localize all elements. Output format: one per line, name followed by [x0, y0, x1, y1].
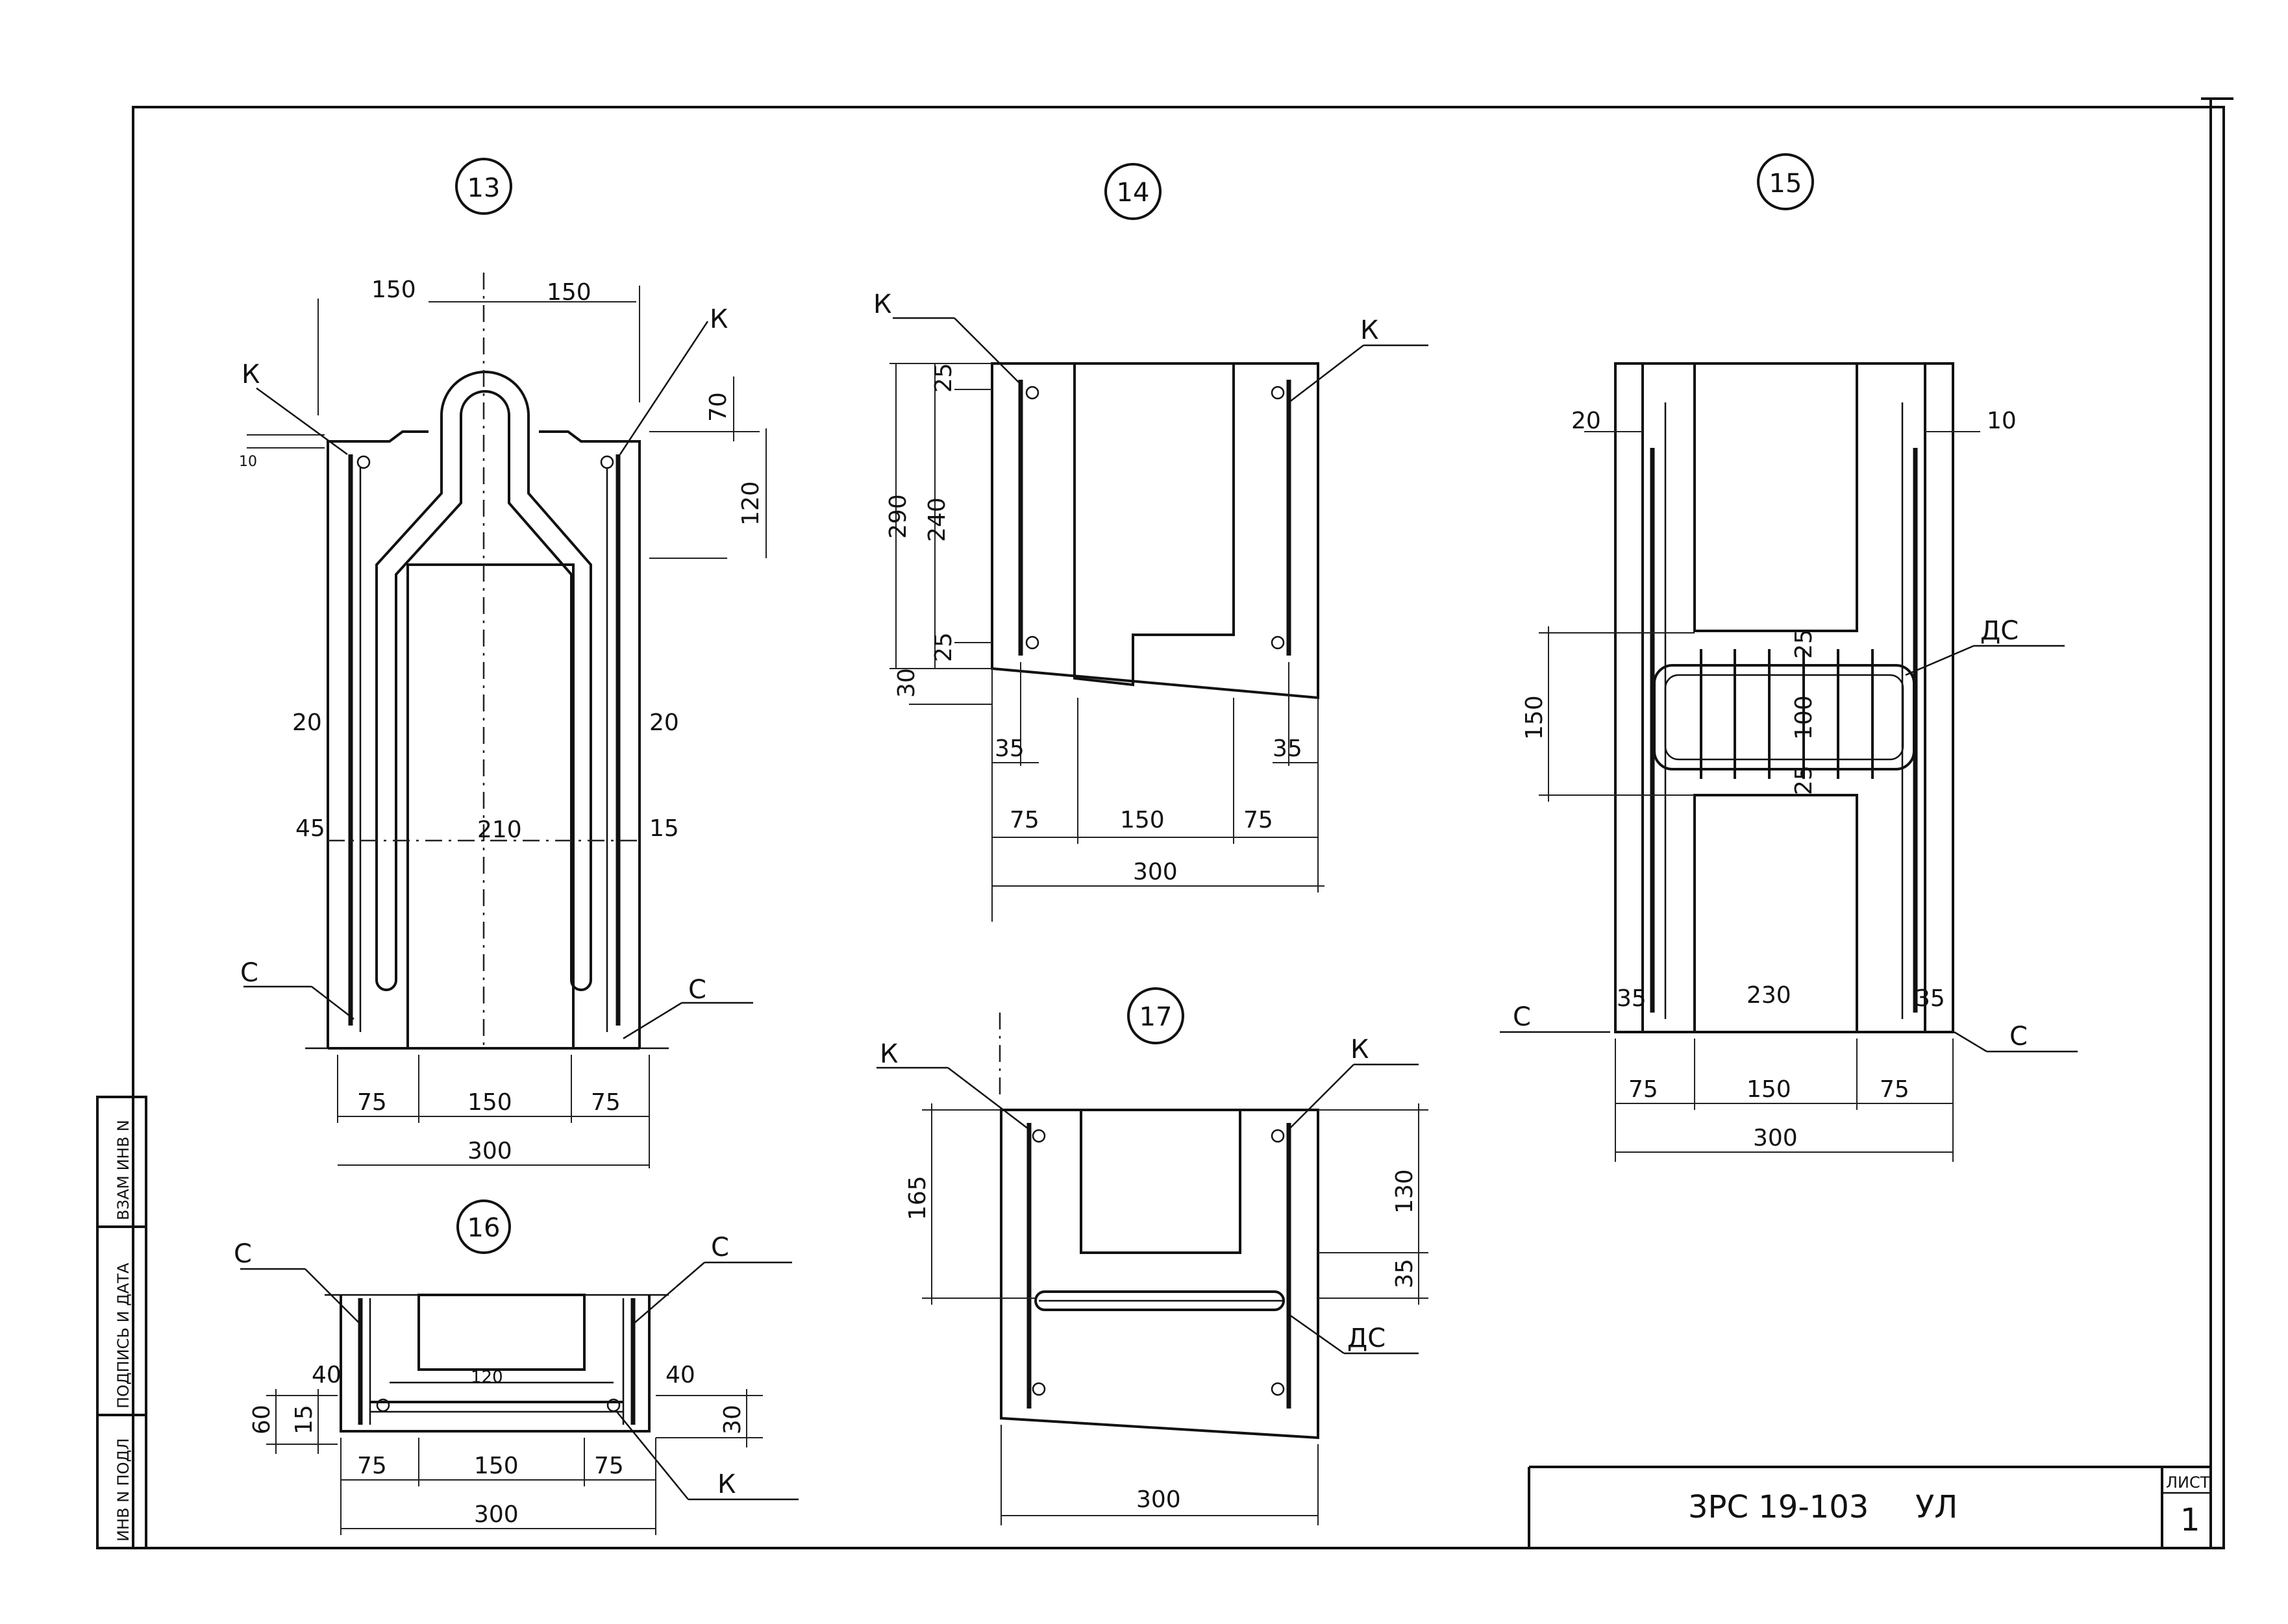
v14-dim-300: 300 — [1133, 859, 1178, 885]
v14-dim-150: 150 — [1120, 807, 1165, 833]
v16-dim-40-left: 40 — [312, 1362, 342, 1388]
v13-mark-c-right: С — [688, 975, 706, 1005]
v16-dim-75-right: 75 — [594, 1453, 624, 1479]
v15-dim-25-top: 25 — [1791, 629, 1817, 659]
v17-dim-35: 35 — [1391, 1259, 1418, 1288]
v13-dim-75-right: 75 — [591, 1089, 621, 1116]
v13-mark-k-left: К — [242, 360, 260, 389]
view-13: 13 150 150 70 120 — [239, 158, 767, 1168]
v14-dim-290: 290 — [885, 494, 912, 539]
stamp-inv-podl: ИНВ N ПОДЛ — [114, 1438, 132, 1542]
v14-dim-240: 240 — [924, 497, 951, 542]
title-block: 3РС 19-103 УЛ ЛИСТ 1 — [1528, 1466, 2211, 1548]
v15-dim-230: 230 — [1747, 982, 1791, 1009]
v16-dim-60: 60 — [249, 1405, 275, 1434]
stamp-vzam-inv: ВЗАМ ИНВ N — [114, 1120, 132, 1220]
v14-dim-75-right: 75 — [1243, 807, 1273, 833]
v15-dim-25-bottom: 25 — [1791, 765, 1817, 795]
view-15: 15 20 10 150 25 100 25 ДС — [1500, 153, 2078, 1162]
v15-dim-75-left: 75 — [1628, 1076, 1658, 1103]
v15-dim-20: 20 — [1571, 408, 1601, 434]
v16-mark-c-left: С — [234, 1239, 252, 1269]
v15-dim-10: 10 — [1987, 408, 2017, 434]
v16-mark-c-right: С — [711, 1233, 729, 1262]
v14-dim-75-left: 75 — [1010, 807, 1039, 833]
v13-dim-70: 70 — [705, 392, 732, 422]
v15-dim-300: 300 — [1753, 1125, 1798, 1151]
sheet-doc-type: УЛ — [1915, 1489, 1958, 1525]
v13-dim-top-right: 150 — [547, 279, 591, 306]
view-14-number: 14 — [1117, 178, 1150, 208]
v15-dim-35-right: 35 — [1915, 985, 1945, 1012]
v15-dim-35-left: 35 — [1617, 985, 1647, 1012]
v13-dim-45: 45 — [295, 815, 325, 842]
v17-mark-k-left: К — [880, 1039, 898, 1069]
v16-dim-75-left: 75 — [357, 1453, 387, 1479]
v14-mark-k-left: К — [873, 289, 891, 319]
v13-dim-20-right: 20 — [649, 709, 679, 736]
v14-dim-35-right: 35 — [1273, 735, 1302, 762]
v15-dim-150: 150 — [1747, 1076, 1791, 1103]
v13-dim-15: 15 — [649, 815, 679, 842]
v13-dim-20-left: 20 — [292, 709, 322, 736]
v17-dim-130: 130 — [1391, 1169, 1418, 1214]
v14-dim-25-top: 25 — [930, 363, 957, 393]
v17-mark-k-right: К — [1350, 1035, 1369, 1064]
v14-dim-30: 30 — [893, 668, 920, 698]
v17-dim-300: 300 — [1136, 1486, 1181, 1513]
v15-dim-150: 150 — [1521, 695, 1548, 740]
v15-mark-c-left: С — [1513, 1002, 1531, 1032]
v15-mark-ds: ДС — [1980, 616, 2019, 646]
sheet-code: 3РС 19-103 — [1688, 1489, 1869, 1525]
v16-dim-30: 30 — [719, 1405, 746, 1434]
side-stamp: ИНВ N ПОДЛ ПОДПИСЬ И ДАТА ВЗАМ ИНВ N — [96, 1096, 147, 1549]
v16-dim-15: 15 — [291, 1405, 317, 1434]
v13-dim-210: 210 — [477, 817, 522, 843]
view-15-number: 15 — [1769, 169, 1802, 199]
v13-mark-c-left: С — [240, 958, 258, 988]
v13-dim-75-left: 75 — [357, 1089, 387, 1116]
view-13-number: 13 — [467, 173, 501, 203]
v16-dim-120: 120 — [471, 1368, 503, 1387]
v14-dim-25-bottom: 25 — [930, 632, 957, 662]
v15-mark-c-right: С — [2009, 1022, 2028, 1052]
v16-dim-40-right: 40 — [665, 1362, 695, 1388]
v13-dim-top-left: 150 — [371, 277, 416, 303]
v16-dim-300: 300 — [474, 1501, 519, 1528]
v17-dim-165: 165 — [904, 1175, 931, 1220]
sheet-number: 1 — [2180, 1502, 2200, 1538]
v13-dim-120: 120 — [738, 481, 764, 526]
view-17-number: 17 — [1139, 1002, 1173, 1032]
view-16: 16 120 40 40 60 15 30 С С К — [234, 1200, 799, 1535]
v15-dim-75-right: 75 — [1880, 1076, 1909, 1103]
v17-mark-ds: ДС — [1347, 1323, 1386, 1353]
v15-dim-100: 100 — [1791, 695, 1817, 740]
view-14: 14 К К 25 290 240 25 30 — [873, 163, 1428, 922]
v14-mark-k-right: К — [1360, 315, 1378, 345]
v14-dim-35-left: 35 — [995, 735, 1025, 762]
v13-dim-300: 300 — [467, 1138, 512, 1164]
sheet-label: ЛИСТ — [2166, 1473, 2210, 1492]
v16-dim-150: 150 — [474, 1453, 519, 1479]
v13-dim-10: 10 — [239, 454, 257, 470]
v13-mark-k-right: К — [710, 304, 728, 334]
sheet-frame — [132, 97, 2233, 1549]
stamp-podpis-data: ПОДПИСЬ И ДАТА — [114, 1262, 132, 1409]
view-17: 17 К К ДС 165 130 35 — [877, 987, 1428, 1525]
v16-mark-k: К — [717, 1470, 736, 1499]
view-16-number: 16 — [467, 1213, 501, 1243]
v13-dim-150: 150 — [467, 1089, 512, 1116]
